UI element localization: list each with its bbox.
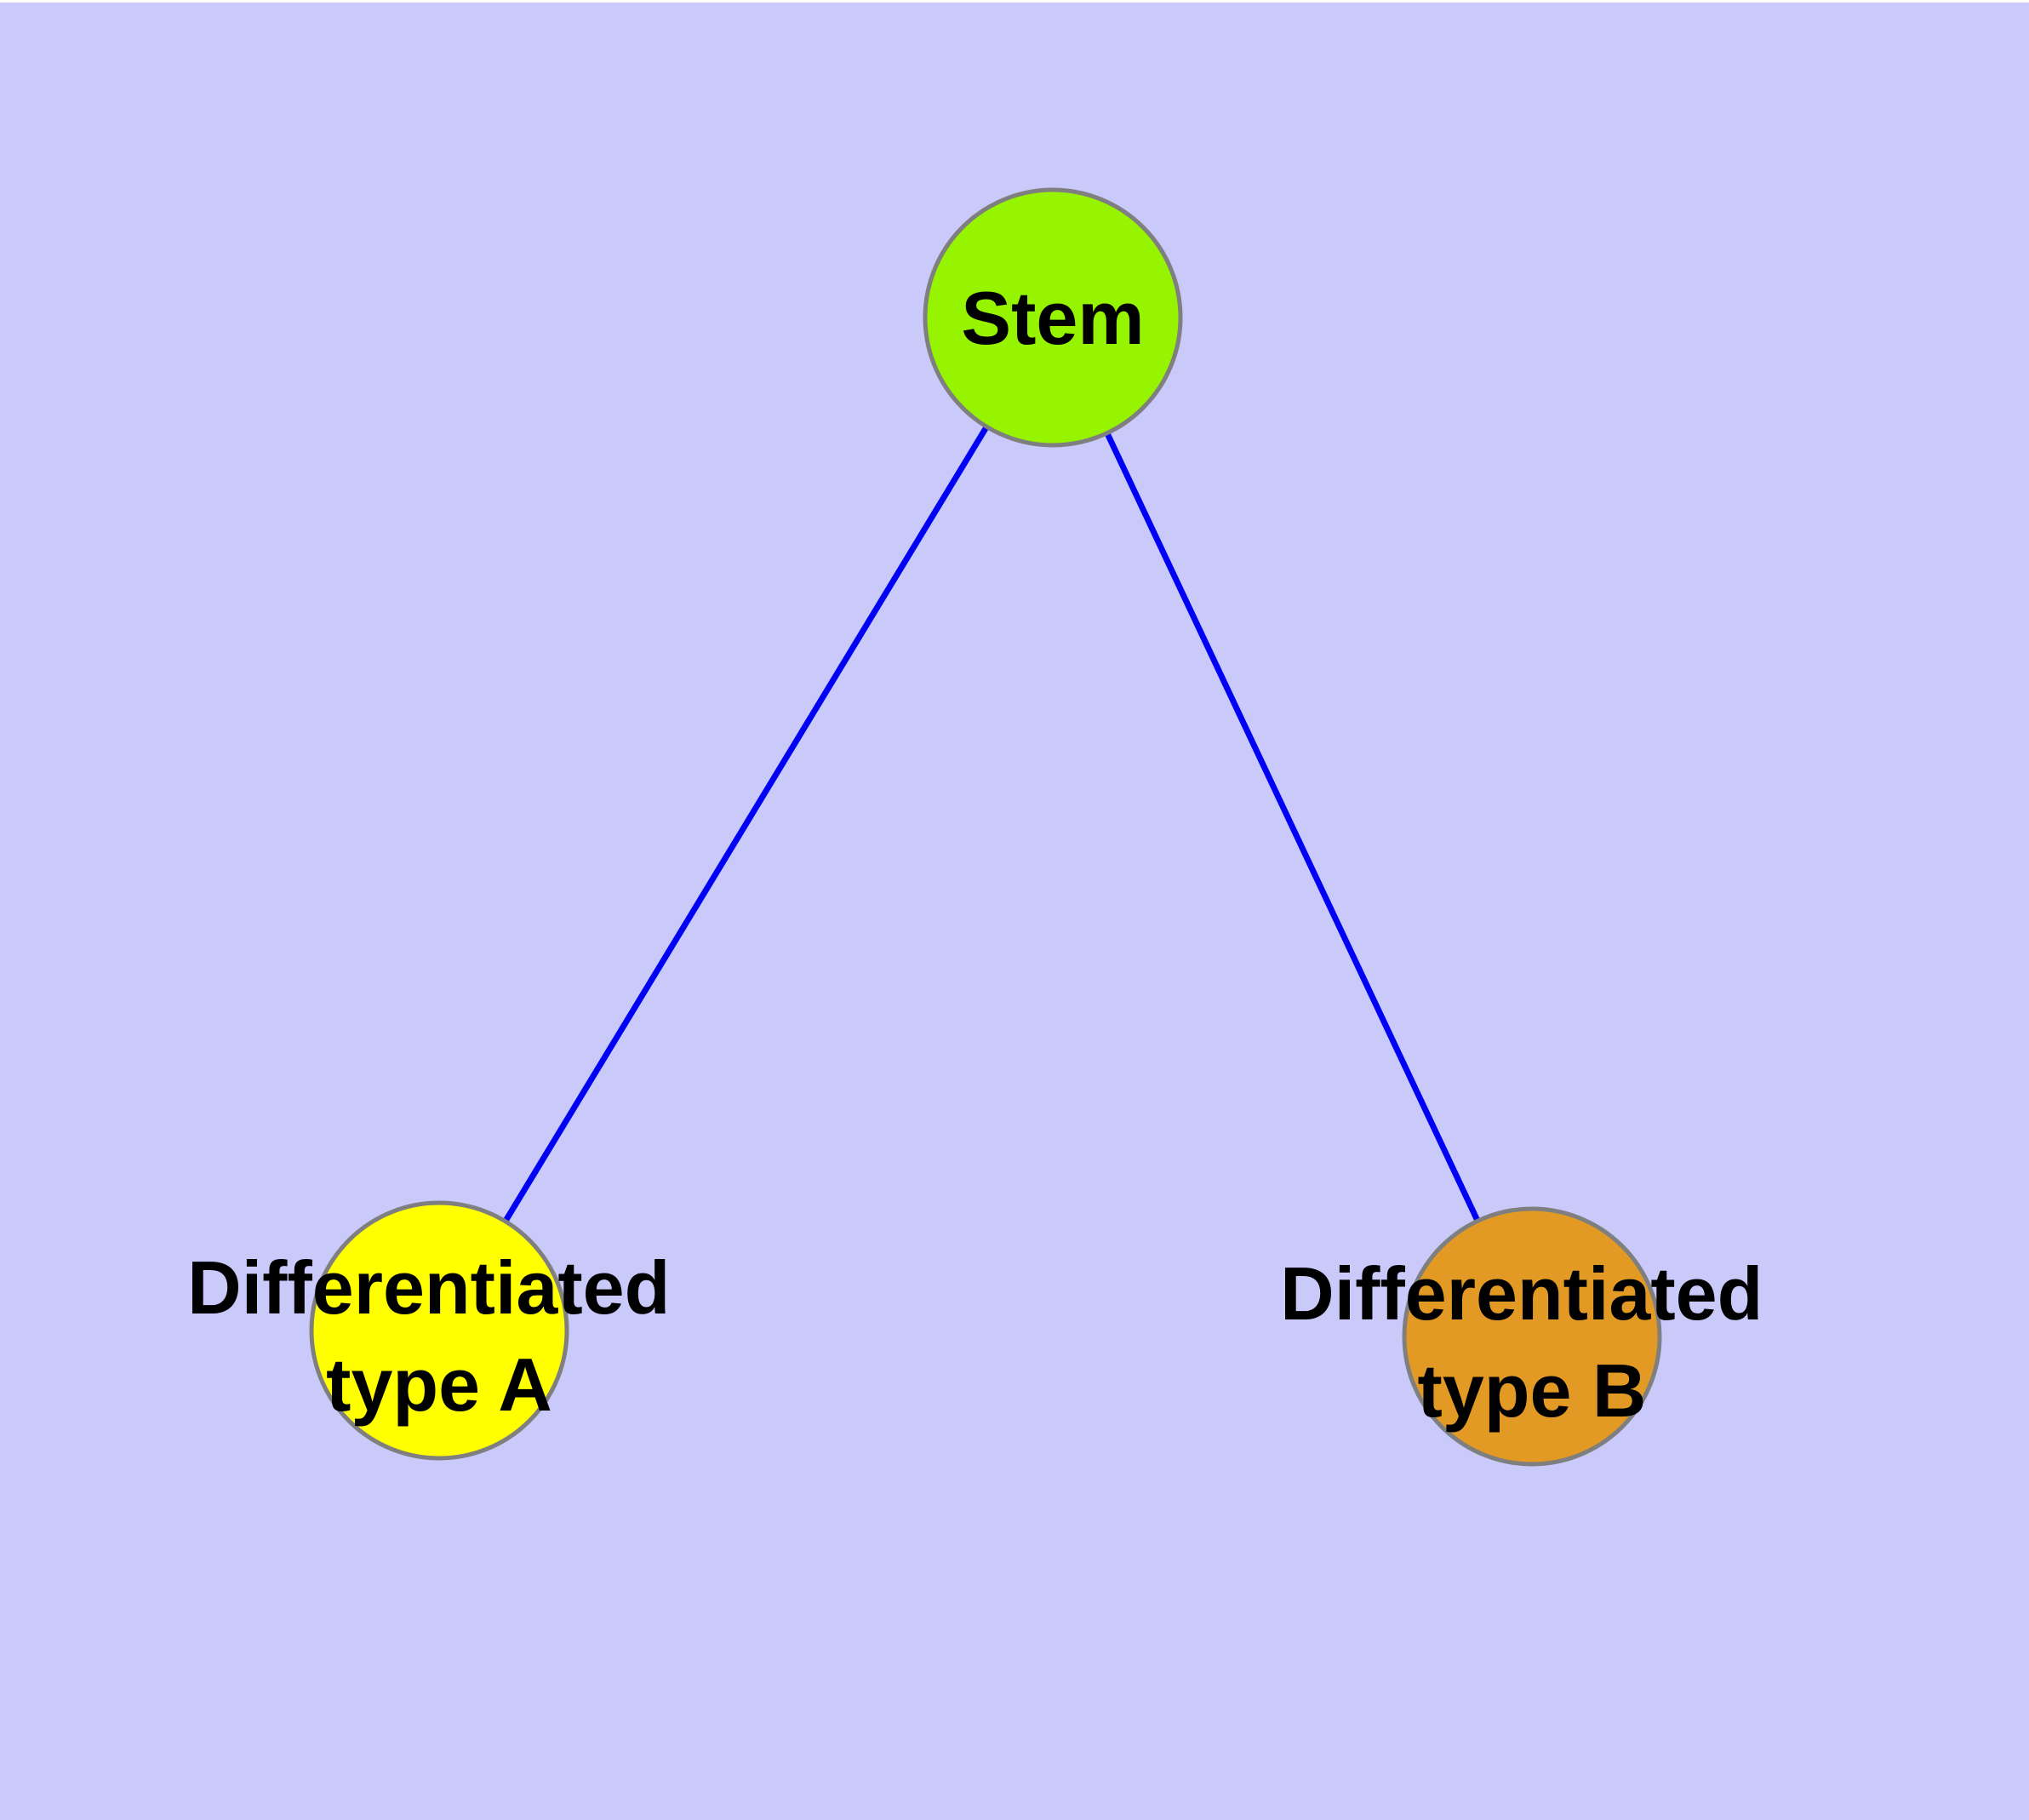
- node-type-b-label-line1: Differentiated: [1280, 1251, 1763, 1336]
- node-stem-label: Stem: [961, 276, 1144, 360]
- node-type-a-label: Differentiated type A: [187, 1245, 691, 1427]
- node-type-b-label-line2: type B: [1418, 1348, 1647, 1433]
- window-top-edge-strip: [0, 0, 2029, 3]
- node-differentiated-type-a: Differentiated type A: [187, 1200, 691, 1461]
- node-type-a-label-line2: type A: [326, 1342, 552, 1427]
- edges: [437, 316, 1535, 1338]
- edge-stem-to-type-b: [1049, 316, 1535, 1338]
- node-differentiated-type-b: Differentiated type B: [1280, 1206, 1784, 1467]
- node-stem-circle: [923, 187, 1183, 448]
- node-type-b-label: Differentiated type B: [1280, 1251, 1784, 1433]
- edge-stem-to-type-a: [437, 316, 1055, 1332]
- node-type-a-circle: [309, 1200, 569, 1461]
- node-stem: Stem: [923, 187, 1183, 448]
- node-type-b-circle: [1402, 1206, 1662, 1467]
- node-type-a-label-line1: Differentiated: [187, 1245, 670, 1330]
